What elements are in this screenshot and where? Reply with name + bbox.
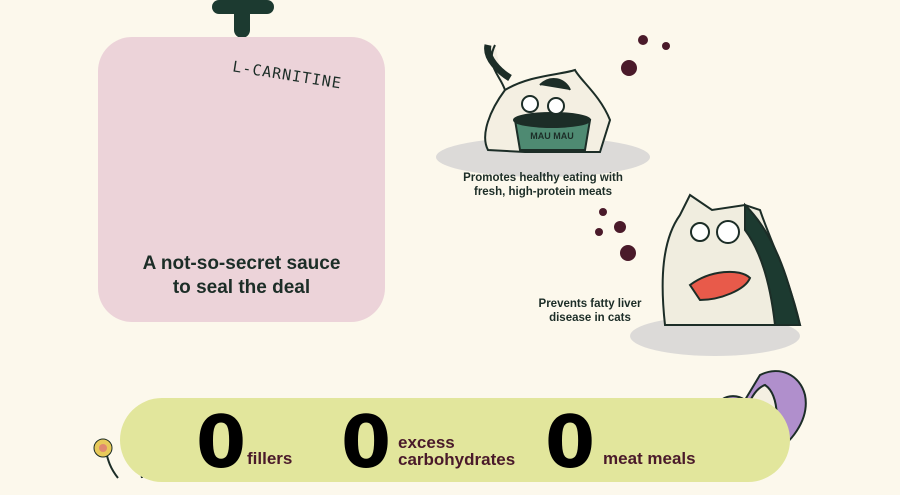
card-title: A not-so-secret sauce to seal the deal	[98, 252, 385, 300]
armchair-overlay	[705, 365, 815, 470]
caption-line: fresh, high-protein meats	[473, 186, 613, 198]
zero-meat-meals-value: 0	[545, 400, 596, 484]
connector-icon	[212, 0, 274, 38]
card-title-line-1: A not-so-secret sauce	[142, 253, 341, 274]
zero-carbs-value: 0	[341, 400, 392, 484]
eating-cat-icon	[484, 44, 612, 153]
bowl-text: MAU MAU	[530, 131, 574, 141]
zero-claims-band	[120, 398, 790, 482]
paw-prints-icon	[595, 35, 670, 261]
caption-line: disease in cats	[549, 312, 631, 324]
zero-fillers-label: fillers	[247, 449, 293, 468]
label-line: excess	[398, 433, 455, 452]
zero-carbs-label: excess carbohydrates	[398, 434, 515, 468]
benefit-caption-eating: Promotes healthy eating with fresh, high…	[443, 171, 643, 199]
l-carnitine-card	[98, 37, 385, 322]
benefit-caption-liver: Prevents fatty liver disease in cats	[510, 297, 670, 325]
zero-meat-meals-label: meat meals	[603, 449, 696, 468]
zero-fillers-value: 0	[196, 400, 247, 484]
label-line: carbohydrates	[398, 450, 516, 469]
caption-line: Promotes healthy eating with	[463, 172, 623, 184]
card-title-line-2: to seal the deal	[172, 277, 311, 298]
caption-line: Prevents fatty liver	[538, 298, 642, 310]
sitting-cat-icon	[661, 193, 802, 326]
